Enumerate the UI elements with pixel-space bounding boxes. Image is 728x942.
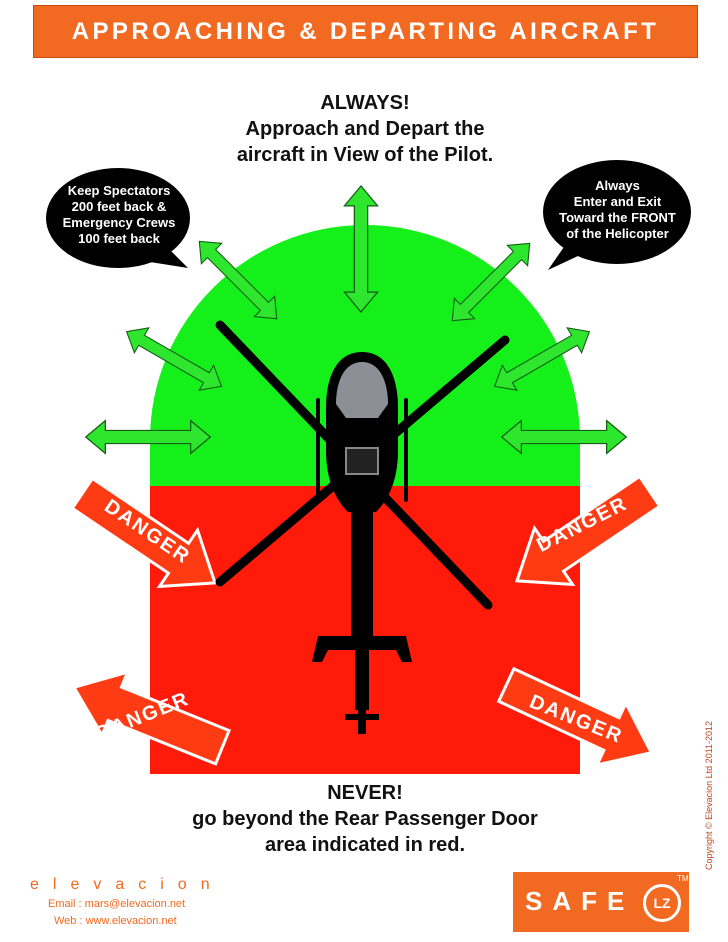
contact-email[interactable]: Email : mars@elevacion.net [48,898,186,910]
top-message: ALWAYS! Approach and Depart the aircraft… [190,90,540,168]
bottom-message-line3: area indicated in red. [264,834,466,856]
left-bubble-line3: Emergency Crews [62,215,176,230]
left-bubble-line1: Keep Spectators [67,183,171,198]
top-message-line2: Approach and Depart the [245,118,485,140]
safelz-logo: SAFE LZ TM [513,872,689,932]
top-message-line1: ALWAYS! [320,92,410,114]
left-bubble-line2: 200 feet back & [71,199,167,214]
cockpit-window [336,362,388,418]
bottom-message-line1: NEVER! [327,782,403,804]
page-title: APPROACHING & DEPARTING AIRCRAFT [71,18,660,45]
contact-web[interactable]: Web : www.elevacion.net [54,915,177,927]
left-bubble-text: Keep Spectators 200 feet back & Emergenc… [50,183,188,247]
bottom-message-line2: go beyond the Rear Passenger Door [192,808,538,830]
right-bubble-line3: Toward the FRONT [559,210,676,225]
right-bubble-line2: Enter and Exit [573,194,662,209]
brand-name: elevacion [30,876,224,893]
left-bubble-line4: 100 feet back [78,231,160,246]
top-message-line3: aircraft in View of the Pilot. [236,144,494,166]
copyright-notice: Copyright © Elevacion Ltd 2011-2012 [704,720,714,870]
approach-arrow-left [85,419,211,455]
logo-mark: LZ [643,884,681,922]
right-bubble-line1: Always [595,178,640,193]
rotor-hub [345,447,379,475]
right-bubble-text: Always Enter and Exit Toward the FRONT o… [545,178,690,242]
right-bubble-line4: of the Helicopter [566,226,669,241]
bottom-message: NEVER! go beyond the Rear Passenger Door… [160,780,570,858]
helicopter [215,320,510,734]
logo-word: SAFE [525,886,635,916]
horizontal-stabilizer [312,636,412,662]
title-banner: APPROACHING & DEPARTING AIRCRAFT [33,5,698,58]
speech-bubble-left [46,168,190,268]
logo-trademark: TM [677,874,689,883]
speech-bubble-right [543,160,691,270]
